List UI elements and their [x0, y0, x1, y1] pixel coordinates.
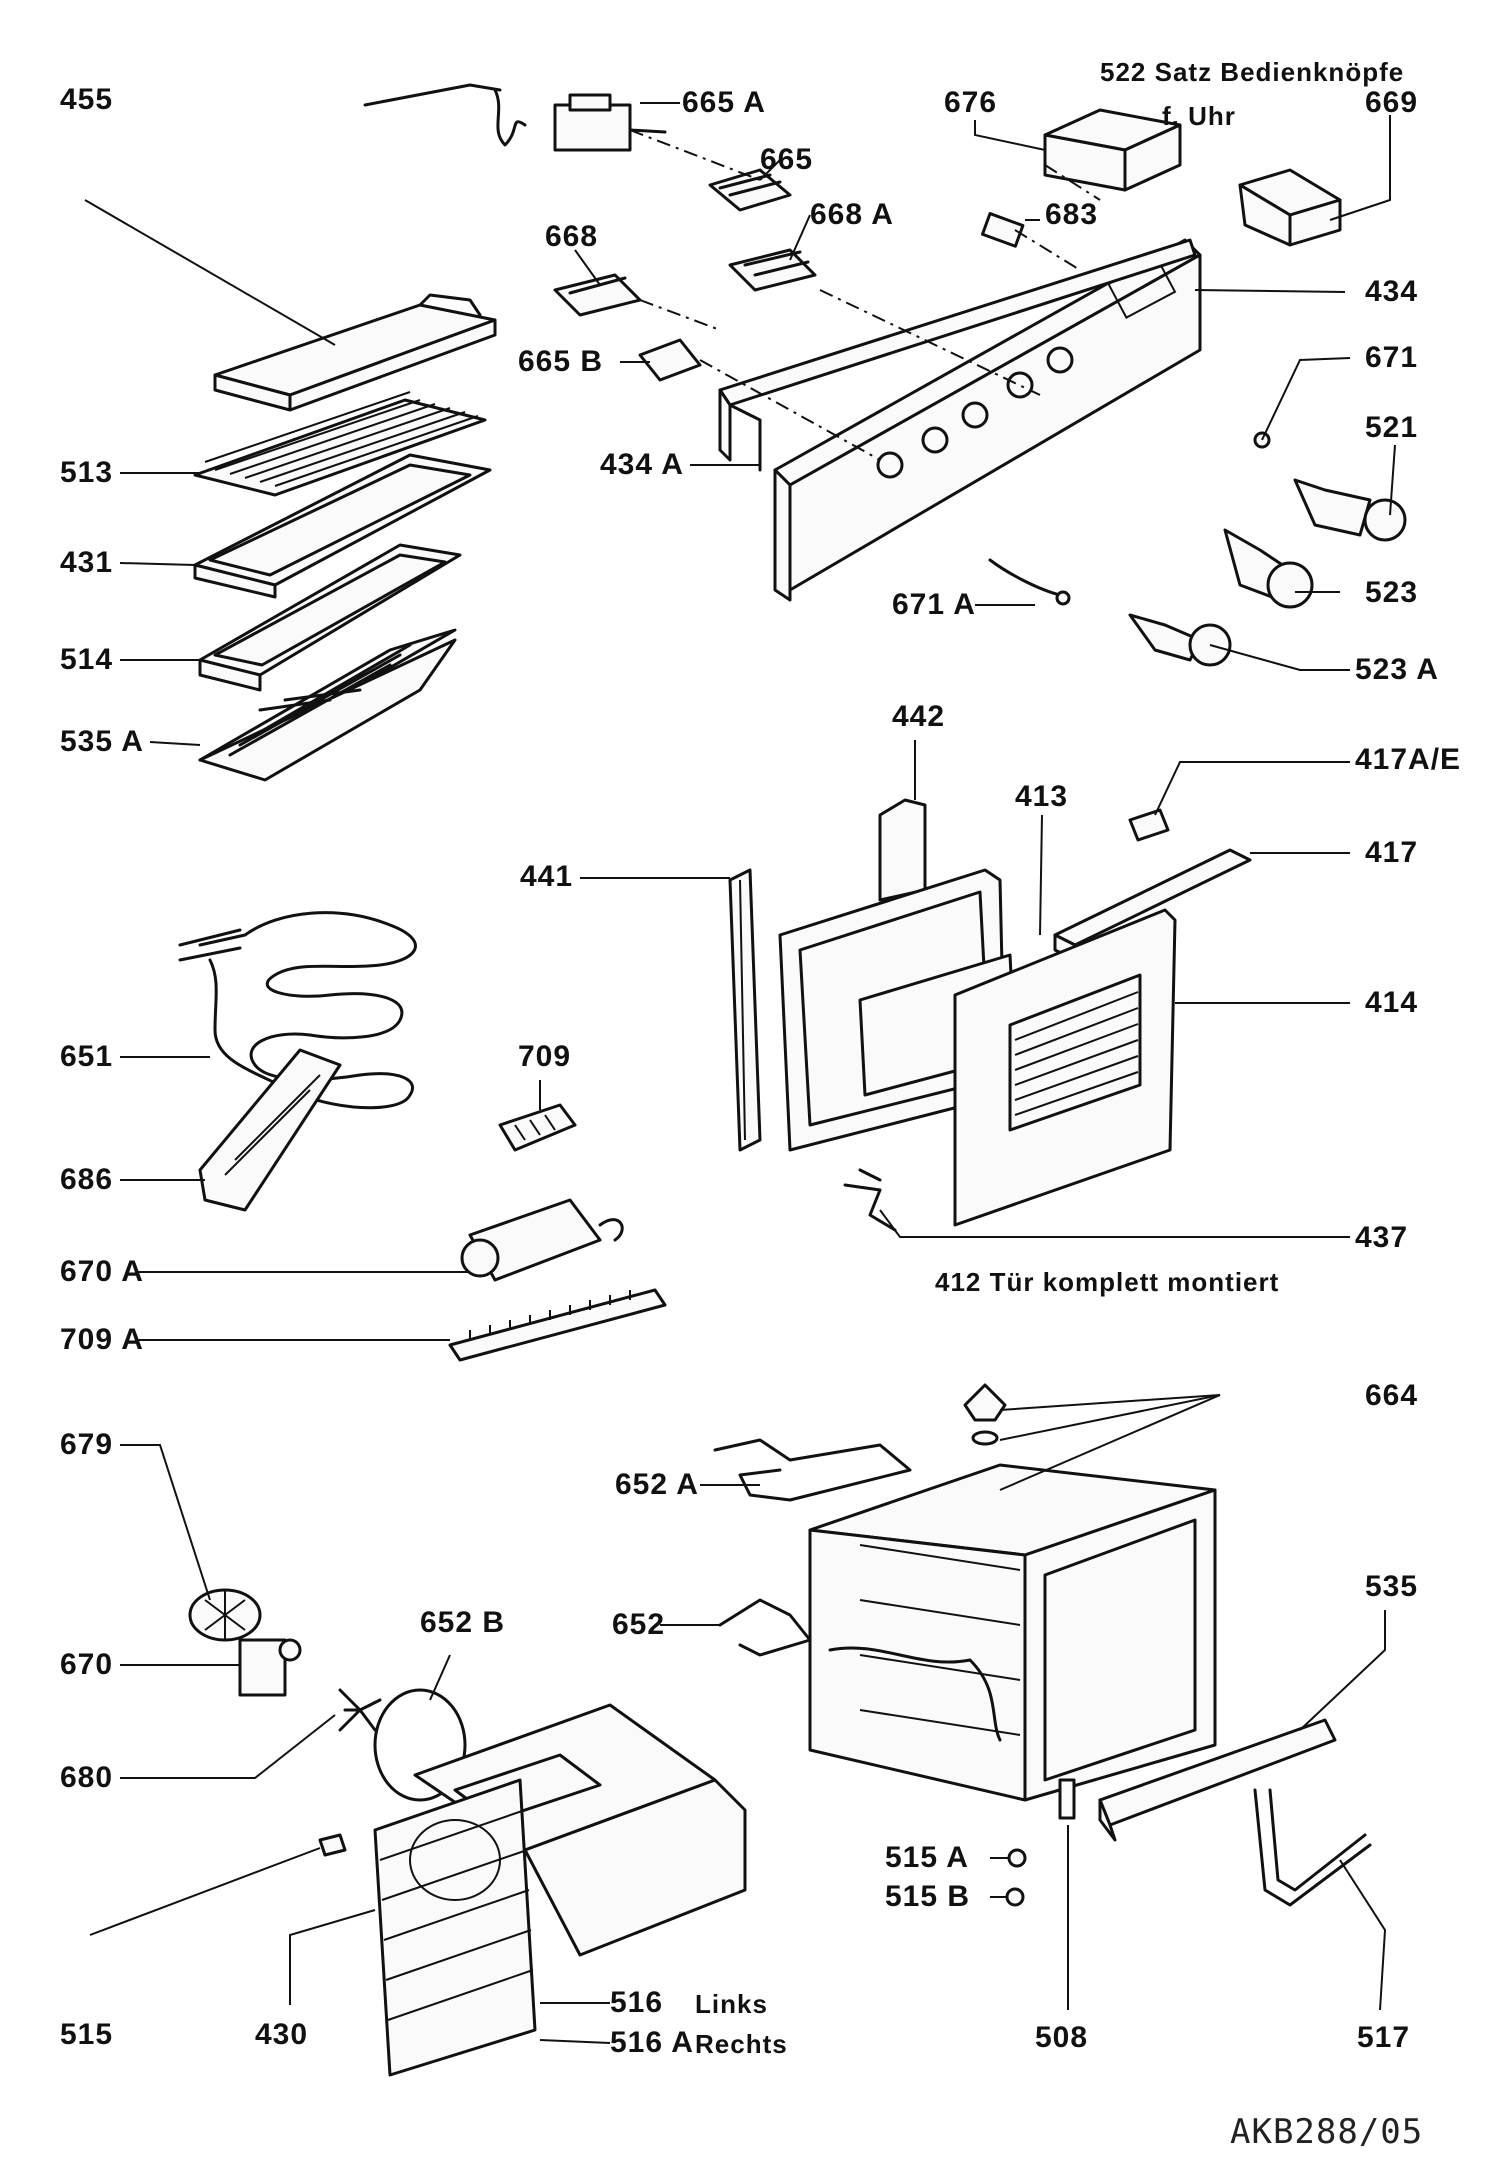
note-links: Links [695, 1989, 768, 2019]
part-665b-switch [638, 338, 702, 382]
label-515b: 515 B [885, 1880, 971, 1913]
label-535a: 535 A [60, 725, 144, 758]
label-668a: 668 A [810, 198, 894, 231]
label-515: 515 [60, 2018, 114, 2051]
label-671: 671 [1365, 341, 1419, 374]
label-676: 676 [944, 86, 998, 119]
label-442: 442 [892, 700, 946, 733]
label-670a: 670 A [60, 1255, 144, 1288]
label-523: 523 [1365, 576, 1419, 609]
part-513-wire-grid [193, 391, 487, 497]
part-652-bottom-element [718, 1598, 812, 1657]
part-669-display [1238, 168, 1342, 247]
label-508: 508 [1035, 2021, 1089, 2054]
label-516a: 516 A [610, 2026, 694, 2059]
label-709a: 709 A [60, 1323, 144, 1356]
part-709-terminal-block [498, 1103, 577, 1152]
part-515-bulb [318, 1833, 347, 1857]
part-442-hinge-bar [878, 798, 927, 902]
part-670-fan-motor [238, 1638, 302, 1697]
label-683: 683 [1045, 198, 1099, 231]
part-515a-screw [1007, 1848, 1027, 1868]
label-513: 513 [60, 456, 114, 489]
part-414-outer-door-glass [953, 908, 1177, 1227]
label-665b: 665 B [518, 345, 604, 378]
label-455: 455 [60, 83, 114, 116]
label-665a: 665 A [682, 86, 766, 119]
label-664: 664 [1365, 1379, 1419, 1412]
part-517-side-rail [1253, 1788, 1372, 1907]
part-417ae-end-cap [1128, 808, 1170, 842]
part-665a-thermostat [363, 83, 667, 152]
label-434: 434 [1365, 275, 1419, 308]
label-651: 651 [60, 1040, 114, 1073]
part-521-knob [1293, 478, 1407, 542]
label-671a: 671 A [892, 588, 976, 621]
note-rechts: Rechts [695, 2029, 788, 2059]
part-535a-grill-rack [198, 628, 457, 782]
part-686-heat-shield [198, 1048, 342, 1212]
label-686: 686 [60, 1163, 114, 1196]
label-517: 517 [1357, 2021, 1411, 2054]
part-514-deep-tray [198, 543, 462, 692]
part-oven-cavity [808, 1463, 1217, 1802]
part-680-fan-wheel [338, 1688, 382, 1732]
part-431-baking-tray [193, 453, 492, 599]
label-414: 414 [1365, 986, 1419, 1019]
label-652b: 652 B [420, 1606, 506, 1639]
label-413: 413 [1015, 780, 1069, 813]
label-437: 437 [1355, 1221, 1409, 1254]
label-516: 516 [610, 1986, 664, 2019]
part-652a-top-element [713, 1438, 912, 1502]
part-523-knob [1223, 528, 1314, 609]
label-417ae: 417A/E [1355, 743, 1462, 776]
label-515a: 515 A [885, 1841, 969, 1874]
leader-lines [84, 102, 1396, 2044]
label-668: 668 [545, 220, 599, 253]
part-665-switch [708, 168, 792, 212]
label-521: 521 [1365, 411, 1419, 444]
label-431: 431 [60, 546, 114, 579]
part-434a-panel-frame [718, 238, 1197, 472]
label-430: 430 [255, 2018, 309, 2051]
part-434-control-panel [773, 238, 1202, 602]
label-523a: 523 A [1355, 653, 1439, 686]
part-668a-switch [728, 248, 817, 292]
label-665: 665 [760, 143, 814, 176]
note-f-uhr: f. Uhr [1162, 101, 1236, 131]
label-441: 441 [520, 860, 574, 893]
label-434a: 434 A [600, 448, 684, 481]
label-679: 679 [60, 1428, 114, 1461]
part-676-clock-timer [1043, 108, 1182, 192]
label-535: 535 [1365, 1570, 1419, 1603]
part-455-grill-pan-cover [213, 293, 497, 412]
part-652b-ring-element [373, 1688, 467, 1802]
drawing-number: AKB288/05 [1230, 2112, 1424, 2152]
part-437-hinge [843, 1168, 897, 1232]
part-679-fan-blade [188, 1588, 262, 1642]
part-508-clip [1058, 1778, 1076, 1820]
part-441-door-seal [728, 868, 762, 1152]
label-652a: 652 A [615, 1468, 699, 1501]
label-680: 680 [60, 1761, 114, 1794]
part-515b-screw [1005, 1887, 1025, 1907]
note-door-complete: 412 Tür komplett montiert [935, 1267, 1280, 1297]
part-523a-knob [1128, 613, 1232, 667]
part-535-rack-support [1098, 1718, 1337, 1842]
note-522-satz-bedienknoepfe: 522 Satz Bedienknöpfe [1100, 57, 1405, 87]
part-670a-motor [460, 1198, 624, 1282]
label-670: 670 [60, 1648, 114, 1681]
part-430-side-grid [373, 1778, 537, 2077]
part-683-lamp-socket [980, 212, 1025, 248]
label-669: 669 [1365, 86, 1419, 119]
label-652: 652 [612, 1608, 666, 1641]
part-671a-lamp-wire [988, 558, 1071, 606]
part-709a-terminal-strip [448, 1288, 667, 1362]
label-514: 514 [60, 643, 114, 676]
label-417: 417 [1365, 836, 1419, 869]
label-709: 709 [518, 1040, 572, 1073]
